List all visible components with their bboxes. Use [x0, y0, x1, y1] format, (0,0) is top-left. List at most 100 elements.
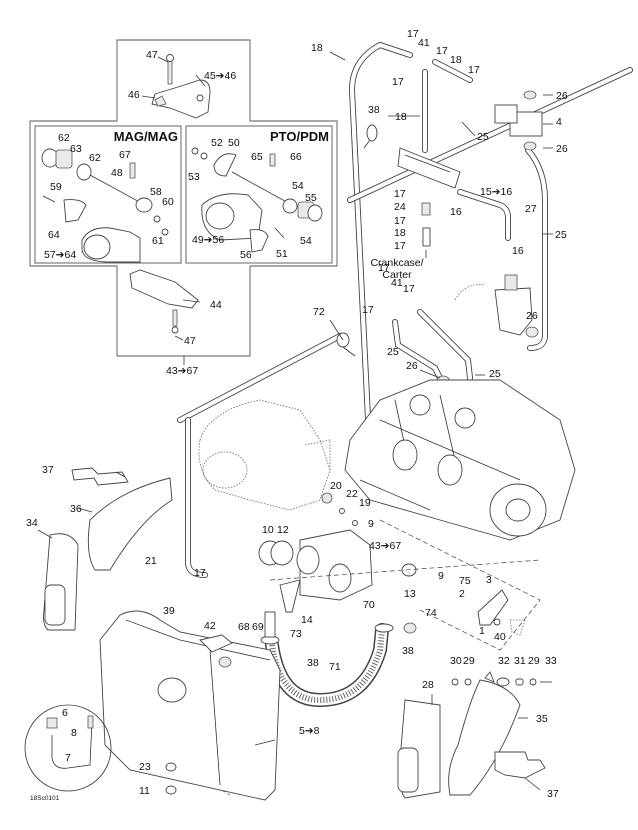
callout-4: 4 — [556, 116, 562, 128]
callout-10: 10 — [262, 524, 274, 536]
inset-frame — [29, 39, 338, 357]
callout-40: 40 — [494, 631, 506, 643]
callout-37: 37 — [42, 464, 54, 476]
exhaust-manifold-ghost — [198, 399, 331, 511]
callout-45-46: 45➔46 — [204, 70, 236, 82]
callout-29: 29 — [528, 655, 540, 667]
solenoid-valve — [494, 90, 543, 151]
callout-36: 36 — [70, 503, 82, 515]
callout-55: 55 — [305, 192, 317, 204]
side-panels-left — [43, 467, 173, 631]
callout-17: 17 — [436, 45, 448, 57]
callout-25: 25 — [555, 229, 567, 241]
callout-labels: 47 45➔46 46 62 63 62 67 48 59 58 60 64 6… — [26, 28, 568, 800]
callout-34: 34 — [26, 517, 38, 529]
callout-32: 32 — [498, 655, 510, 667]
crankcase-note-line2: Carter — [382, 269, 412, 281]
callout-17: 17 — [394, 188, 406, 200]
callout-25: 25 — [387, 346, 399, 358]
callout-8: 8 — [71, 727, 77, 739]
callout-50: 50 — [228, 137, 240, 149]
callout-57-64: 57➔64 — [44, 249, 76, 261]
callout-23: 23 — [139, 761, 151, 773]
valve-cover — [477, 589, 526, 636]
mag-carburetor-parts — [41, 148, 169, 263]
callout-47: 47 — [184, 335, 196, 347]
clip-72 — [336, 332, 356, 357]
oil-pump — [454, 274, 539, 338]
callout-24: 24 — [394, 201, 406, 213]
callout-51: 51 — [276, 248, 288, 260]
callout-64: 64 — [48, 229, 60, 241]
callout-13: 13 — [404, 588, 416, 600]
pto-header: PTO/PDM — [270, 129, 329, 144]
leader-lines — [37, 51, 553, 791]
callout-48: 48 — [111, 167, 123, 179]
callout-28: 28 — [422, 679, 434, 691]
callout-56: 56 — [240, 249, 252, 261]
callout-72: 72 — [313, 306, 325, 318]
callout-15-16: 15➔16 — [480, 186, 512, 198]
callout-14: 14 — [301, 614, 313, 626]
callout-17: 17 — [403, 283, 415, 295]
callout-58: 58 — [150, 186, 162, 198]
engine — [344, 379, 576, 541]
callout-75: 75 — [459, 575, 471, 587]
callout-20: 20 — [330, 480, 342, 492]
hoses — [177, 41, 633, 578]
drain-plug — [165, 762, 177, 795]
callout-69: 69 — [252, 621, 264, 633]
callout-5-8: 5➔8 — [299, 725, 320, 737]
callout-39: 39 — [163, 605, 175, 617]
callout-26: 26 — [556, 143, 568, 155]
fuel-rail — [397, 147, 461, 189]
callout-27: 27 — [525, 203, 537, 215]
callout-22: 22 — [346, 488, 358, 500]
callout-29: 29 — [463, 655, 475, 667]
callout-26: 26 — [556, 90, 568, 102]
callout-73: 73 — [290, 628, 302, 640]
callout-16: 16 — [450, 206, 462, 218]
callout-18: 18 — [394, 227, 406, 239]
callout-67: 67 — [119, 149, 131, 161]
callout-12: 12 — [277, 524, 289, 536]
bracket-44 — [129, 269, 199, 334]
rings-10-12 — [258, 540, 294, 566]
callout-47: 47 — [146, 49, 158, 61]
callout-70: 70 — [363, 599, 375, 611]
callout-63: 63 — [70, 143, 82, 155]
callout-17: 17 — [392, 76, 404, 88]
intake-hose-71 — [260, 611, 417, 708]
callout-41: 41 — [418, 37, 430, 49]
callout-17: 17 — [394, 240, 406, 252]
side-panels-right — [397, 679, 546, 799]
pto-carburetor-parts — [191, 147, 323, 253]
callout-26: 26 — [406, 360, 418, 372]
crankcase-fittings — [421, 202, 431, 258]
callout-3: 3 — [486, 574, 492, 586]
callout-1: 1 — [479, 625, 485, 637]
mag-header: MAG/MAG — [114, 129, 178, 144]
callout-21: 21 — [145, 555, 157, 567]
carburetor-assembly — [296, 492, 373, 601]
callout-17: 17 — [378, 262, 390, 274]
callout-74: 74 — [425, 607, 437, 619]
callout-25: 25 — [477, 131, 489, 143]
figure-code: 18Sc0101 — [30, 795, 60, 802]
callout-9: 9 — [438, 570, 444, 582]
callout-17: 17 — [362, 304, 374, 316]
callout-68: 68 — [238, 621, 250, 633]
callout-6: 6 — [62, 707, 68, 719]
callout-42: 42 — [204, 620, 216, 632]
clip-38 — [363, 124, 378, 149]
detail-circle — [24, 704, 112, 792]
callout-17: 17 — [407, 28, 419, 40]
bracket-part — [151, 54, 211, 119]
callout-60: 60 — [162, 196, 174, 208]
callout-53: 53 — [188, 171, 200, 183]
callout-65: 65 — [251, 151, 263, 163]
callout-2: 2 — [459, 588, 465, 600]
fuel-tank — [99, 610, 281, 801]
callout-25: 25 — [489, 368, 501, 380]
callout-44: 44 — [210, 299, 222, 311]
